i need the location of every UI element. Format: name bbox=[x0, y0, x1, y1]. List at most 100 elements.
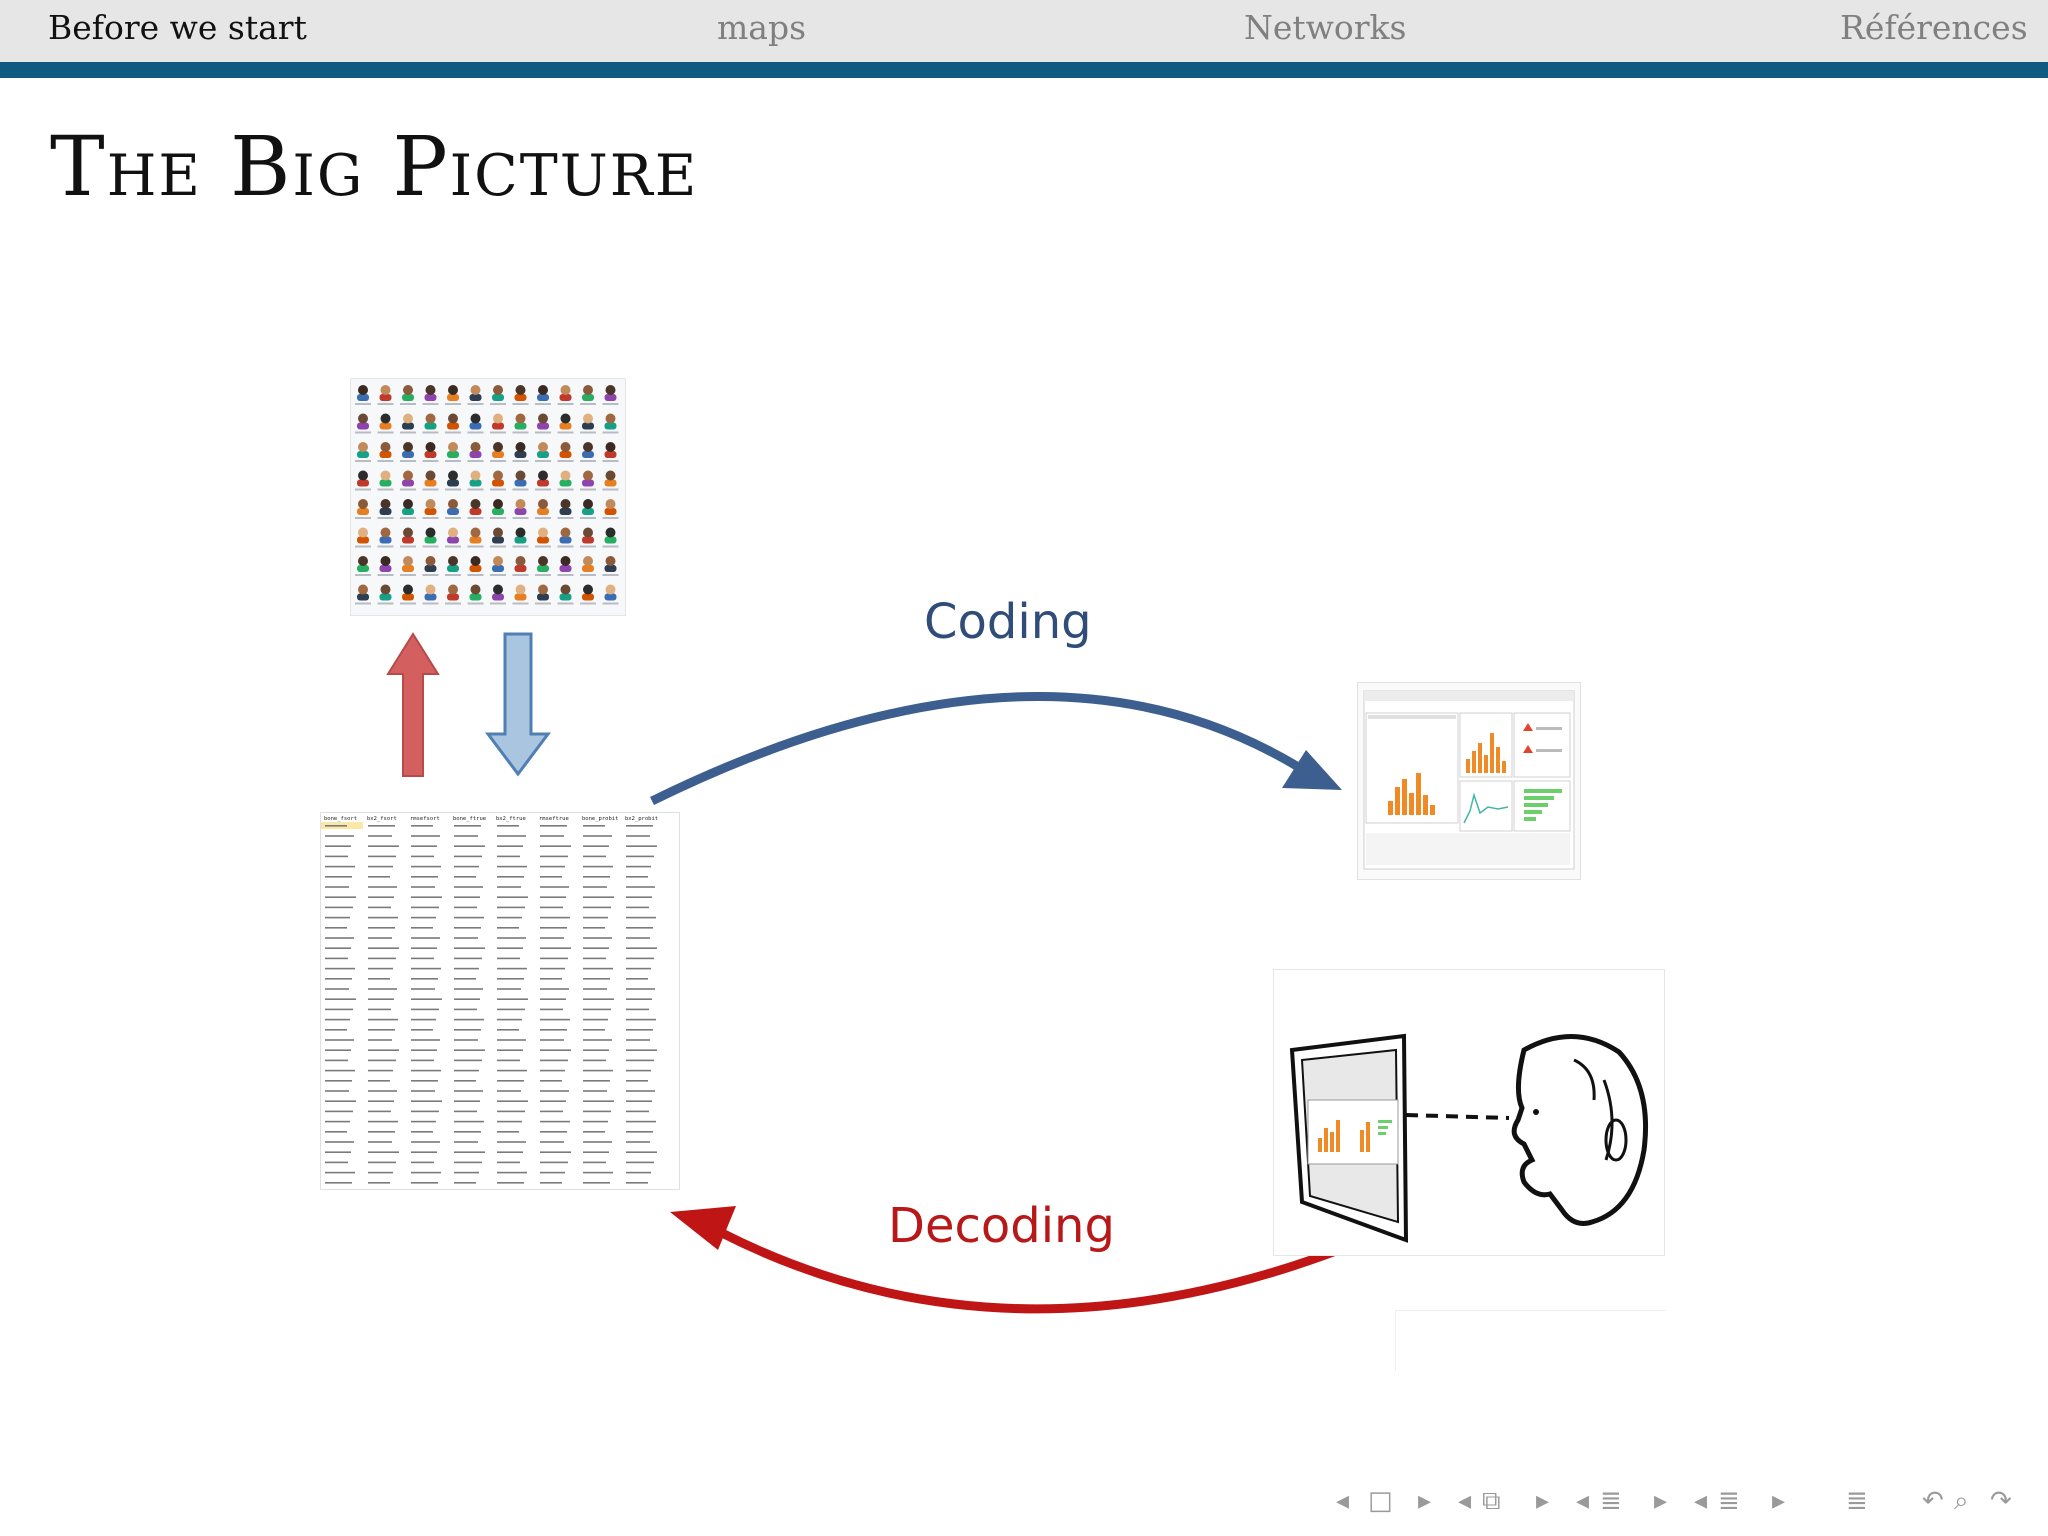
table-cell bbox=[411, 1110, 439, 1113]
subsection-icon[interactable]: ⧉ bbox=[1482, 1486, 1501, 1516]
table-cell bbox=[583, 896, 614, 898]
nav-item-networks[interactable]: Networks bbox=[1244, 8, 1407, 47]
table-cell bbox=[583, 988, 607, 990]
table-cell bbox=[497, 988, 521, 990]
table-cell bbox=[368, 988, 397, 990]
nav-left-icon[interactable]: ◂ bbox=[1458, 1486, 1472, 1516]
table-cell bbox=[583, 916, 608, 919]
table-cell bbox=[454, 1008, 477, 1011]
nav-left-icon[interactable]: ◂ bbox=[1336, 1486, 1350, 1516]
nav-item-before-we-start[interactable]: Before we start bbox=[48, 8, 307, 47]
table-cell bbox=[411, 1182, 438, 1184]
table-cell bbox=[325, 1049, 351, 1051]
person-avatar-icon bbox=[490, 556, 506, 576]
person-avatar-icon bbox=[467, 527, 484, 548]
undo-icon[interactable]: ↶ bbox=[1922, 1486, 1944, 1516]
person-avatar-icon bbox=[445, 527, 461, 548]
table-cell bbox=[368, 1110, 391, 1113]
person-avatar-icon bbox=[557, 413, 574, 434]
table-cell bbox=[626, 1029, 653, 1031]
table-cell bbox=[368, 1161, 396, 1164]
nav-right-icon[interactable]: ▸ bbox=[1418, 1486, 1432, 1516]
table-cell bbox=[454, 1141, 478, 1143]
table-cell bbox=[411, 998, 442, 1000]
nav-right-icon[interactable]: ▸ bbox=[1772, 1486, 1786, 1516]
table-cell bbox=[454, 1151, 485, 1153]
table-cell bbox=[454, 927, 481, 929]
person-avatar-icon bbox=[422, 442, 439, 462]
nav-item-references[interactable]: Références bbox=[1840, 8, 2028, 47]
nav-right-icon[interactable]: ▸ bbox=[1654, 1486, 1668, 1516]
table-cell bbox=[325, 1171, 355, 1174]
person-avatar-icon bbox=[377, 499, 394, 519]
table-cell bbox=[325, 1039, 354, 1041]
section-icon[interactable]: ≣ bbox=[1600, 1486, 1622, 1516]
table-cell bbox=[454, 1049, 485, 1051]
table-cell bbox=[411, 876, 438, 878]
table-cell bbox=[583, 1110, 611, 1113]
person-avatar-icon bbox=[467, 470, 484, 491]
redo-icon[interactable]: ↷ bbox=[1990, 1486, 2012, 1516]
person-avatar-icon bbox=[535, 470, 551, 491]
nav-right-icon[interactable]: ▸ bbox=[1536, 1486, 1550, 1516]
table-cell bbox=[368, 937, 392, 939]
table-cell bbox=[497, 855, 520, 858]
table-cell bbox=[411, 1018, 436, 1021]
table-cell bbox=[626, 937, 650, 939]
toc-icon[interactable]: ≣ bbox=[1718, 1486, 1740, 1516]
table-cell bbox=[626, 988, 655, 990]
table-cell bbox=[368, 1182, 390, 1184]
table-cell bbox=[497, 978, 524, 980]
table-cell bbox=[325, 886, 349, 888]
table-cell bbox=[540, 937, 564, 939]
table-cell bbox=[454, 1182, 476, 1184]
person-avatar-icon bbox=[355, 413, 371, 434]
table-cell bbox=[497, 916, 522, 919]
nav-left-icon[interactable]: ◂ bbox=[1576, 1486, 1590, 1516]
table-cell bbox=[497, 1039, 526, 1041]
person-avatar-icon bbox=[602, 556, 619, 576]
nav-item-maps[interactable]: maps bbox=[717, 8, 807, 47]
table-cell bbox=[540, 1039, 564, 1041]
table-cell bbox=[411, 865, 441, 868]
table-cell bbox=[411, 1141, 440, 1143]
search-icon[interactable]: ⌕ bbox=[1954, 1486, 1969, 1516]
table-cell bbox=[325, 1080, 352, 1082]
person-avatar-icon bbox=[445, 470, 461, 491]
table-cell bbox=[368, 916, 398, 919]
table-cell bbox=[411, 1131, 433, 1133]
person-avatar-icon bbox=[445, 442, 461, 462]
table-cell bbox=[454, 1161, 482, 1164]
table-cell bbox=[325, 1008, 353, 1011]
nav-left-icon[interactable]: ◂ bbox=[1694, 1486, 1708, 1516]
table-cell bbox=[454, 855, 482, 858]
table-cell bbox=[626, 1049, 657, 1051]
table-cell bbox=[626, 916, 656, 919]
frame-icon[interactable]: □ bbox=[1368, 1486, 1393, 1516]
table-cell bbox=[583, 1161, 606, 1164]
table-cell bbox=[583, 1090, 607, 1092]
table-cell bbox=[368, 1090, 397, 1092]
table-cell bbox=[540, 1059, 568, 1062]
table-cell bbox=[497, 845, 523, 847]
table-cell bbox=[454, 978, 476, 980]
table-cell bbox=[540, 1131, 567, 1133]
table-cell bbox=[626, 1018, 656, 1021]
person-avatar-icon bbox=[445, 413, 461, 434]
table-cell bbox=[454, 1100, 480, 1102]
table-cell bbox=[540, 1161, 568, 1164]
table-cell bbox=[540, 1069, 565, 1072]
person-avatar-icon bbox=[445, 556, 461, 576]
person-avatar-icon bbox=[535, 584, 551, 605]
person-avatar-icon bbox=[580, 584, 596, 605]
menu-icon[interactable]: ≣ bbox=[1846, 1486, 1868, 1516]
table-header-cell: bone_ftrue bbox=[453, 816, 486, 822]
person-avatar-icon bbox=[355, 385, 371, 405]
table-cell bbox=[325, 896, 356, 898]
table-cell bbox=[626, 927, 653, 929]
table-cell bbox=[368, 1120, 398, 1123]
table-cell bbox=[325, 1029, 347, 1031]
table-cell bbox=[626, 1069, 651, 1072]
person-avatar-icon bbox=[580, 470, 596, 491]
table-cell bbox=[454, 916, 484, 919]
